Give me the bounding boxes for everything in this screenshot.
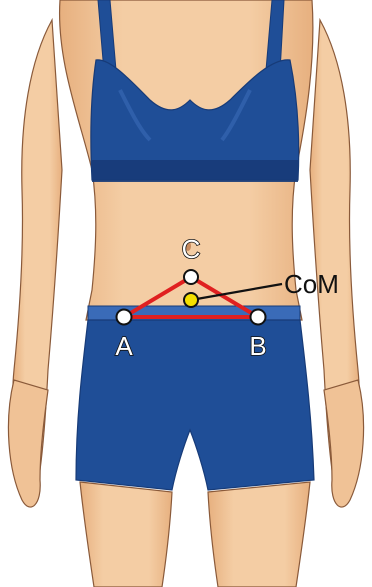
bra-band [92, 160, 298, 182]
marker-a [117, 310, 132, 325]
shorts [76, 320, 314, 490]
left-hand [8, 380, 48, 507]
label-b: B [249, 331, 266, 361]
right-thigh [208, 482, 310, 587]
label-a: A [115, 331, 133, 361]
marker-c [184, 270, 198, 284]
marker-com [184, 293, 198, 307]
left-thigh [80, 482, 172, 587]
right-hand [324, 380, 364, 507]
label-com: CoM [284, 269, 339, 299]
label-c: C [182, 234, 201, 264]
marker-b [251, 310, 266, 325]
